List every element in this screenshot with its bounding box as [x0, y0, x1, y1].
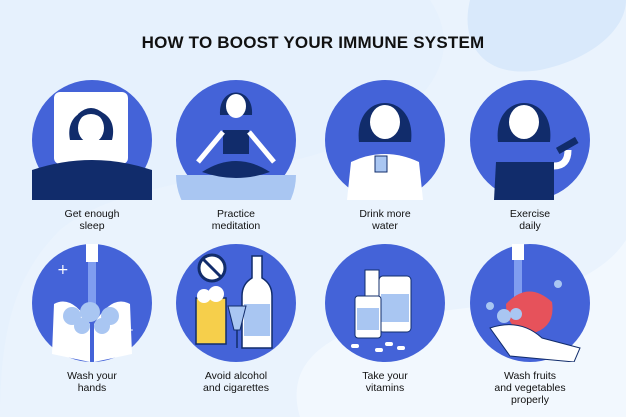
tip-label: Exercise daily [509, 208, 551, 232]
tip-avoid-alcohol: Avoid alcohol and cigarettes [166, 244, 306, 394]
tip-exercise: Exercise daily [460, 80, 600, 232]
svg-text:+: + [57, 262, 69, 278]
page-title: HOW TO BOOST YOUR IMMUNE SYSTEM [141, 33, 485, 52]
tip-label: Wash fruits and vegetables properly [494, 370, 566, 406]
tip-label: Get enough sleep [64, 208, 120, 232]
tip-label: Practice meditation [211, 208, 261, 232]
tip-sleep: Get enough sleep [22, 80, 162, 232]
svg-text:+: + [124, 323, 134, 337]
no-alcohol-icon [176, 244, 296, 362]
tip-handwash: + + Wash your hands [22, 244, 162, 394]
vitamins-icon [325, 244, 445, 362]
tip-label: Avoid alcohol and cigarettes [203, 370, 269, 394]
tip-label: Drink more water [359, 208, 411, 232]
dumbbell-icon [470, 80, 590, 200]
tip-label: Wash your hands [67, 370, 117, 394]
meditation-icon [176, 80, 296, 200]
tip-label: Take your vitamins [362, 370, 408, 394]
handwash-icon: + + [32, 244, 152, 362]
tip-wash-fruit: Wash fruits and vegetables properly [460, 244, 600, 406]
wash-fruit-icon [470, 244, 590, 362]
water-icon [325, 80, 445, 200]
sleep-icon [32, 80, 152, 200]
tip-vitamins: Take your vitamins [315, 244, 455, 394]
tip-meditation: Practice meditation [166, 80, 306, 232]
tip-water: Drink more water [315, 80, 455, 232]
